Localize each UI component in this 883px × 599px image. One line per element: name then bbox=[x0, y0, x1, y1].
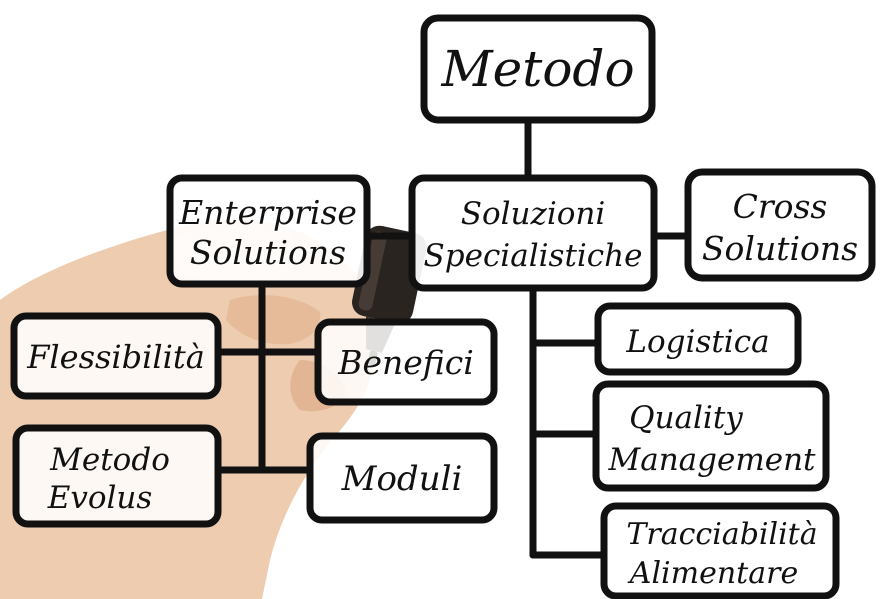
node-label: Enterprise bbox=[178, 193, 357, 232]
node-moduli: Moduli bbox=[306, 432, 498, 524]
connector-lines bbox=[214, 116, 692, 559]
node-label: Soluzioni bbox=[461, 196, 606, 232]
node-label: Moduli bbox=[341, 459, 463, 499]
node-soluzioni-specialistiche: Soluzioni Specialistiche bbox=[408, 174, 658, 292]
node-benefici: Benefici bbox=[314, 318, 498, 406]
node-label: Flessibilità bbox=[26, 338, 205, 376]
node-metodo: Metodo bbox=[420, 14, 656, 124]
node-enterprise-solutions: Enterprise Solutions bbox=[166, 174, 371, 288]
node-label: Metodo bbox=[440, 40, 634, 98]
node-label: Alimentare bbox=[627, 556, 798, 591]
node-label: Solutions bbox=[190, 233, 346, 272]
node-label: Tracciabilità bbox=[626, 517, 817, 552]
node-label: Specialistiche bbox=[424, 238, 643, 274]
diagram-boxes: Metodo Enterprise Solutions Soluzioni Sp… bbox=[10, 14, 876, 599]
node-label: Management bbox=[607, 442, 816, 478]
node-flessibilita: Flessibilità bbox=[10, 312, 222, 400]
node-logistica: Logistica bbox=[594, 302, 802, 376]
node-tracciabilita-alimentare: Tracciabilità Alimentare bbox=[600, 502, 840, 599]
node-label: Quality bbox=[629, 400, 743, 436]
node-metodo-evolus: Metodo Evolus bbox=[12, 424, 222, 528]
node-label: Metodo bbox=[49, 442, 170, 478]
node-label: Logistica bbox=[625, 324, 769, 360]
node-label: Evolus bbox=[47, 480, 153, 516]
node-label: Cross bbox=[733, 187, 828, 226]
node-label: Benefici bbox=[337, 343, 474, 382]
node-label: Solutions bbox=[702, 229, 858, 268]
node-quality-management: Quality Management bbox=[592, 380, 830, 492]
node-cross-solutions: Cross Solutions bbox=[684, 168, 876, 282]
